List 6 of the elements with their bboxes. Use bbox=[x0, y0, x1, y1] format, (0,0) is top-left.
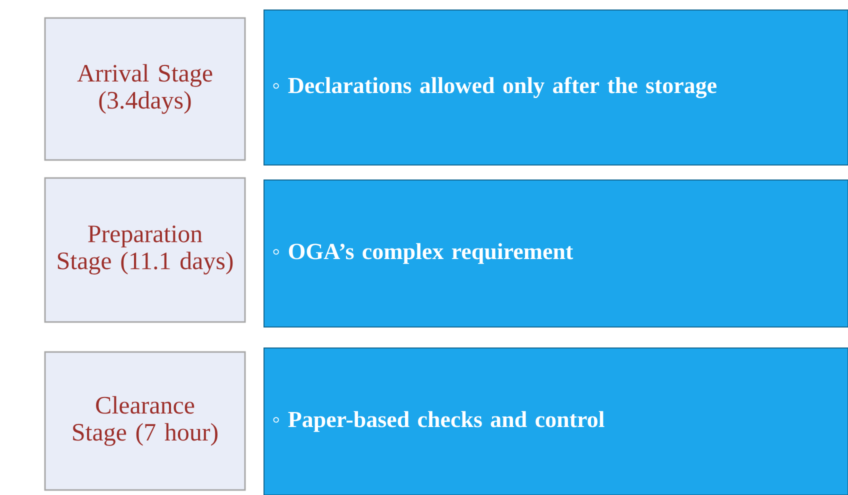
stage-box: Preparation Stage (11.1 days) bbox=[44, 177, 246, 323]
banner-box: ◦ OGA’s complex requirement bbox=[264, 180, 848, 328]
stage-box: Clearance Stage (7 hour) bbox=[44, 351, 246, 491]
banner-box: ◦ Paper-based checks and control bbox=[264, 348, 848, 495]
banner-box: ◦ Declarations allowed only after the storage bbox=[264, 10, 848, 166]
stage-box: Arrival Stage (3.4days) bbox=[44, 17, 246, 161]
